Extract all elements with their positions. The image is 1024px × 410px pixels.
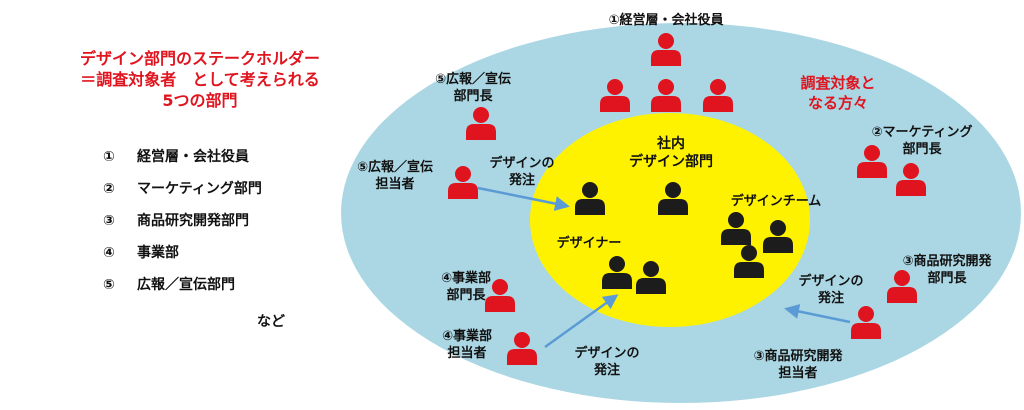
stakeholder-title: デザイン部門のステークホルダー ＝調査対象者 として考えられる 5つの部門 [30,48,370,111]
person-icon-marketing-head [857,145,887,178]
person-icon-executive [600,79,630,112]
person-icon-design-team [721,212,751,245]
designer-label: デザイナー [556,236,622,251]
person-icon-executive [651,33,681,66]
title-line-2: ＝調査対象者 として考えられる [80,70,320,89]
person-icon-designer [636,261,666,294]
person-icon-marketing-head [896,163,926,196]
person-icon-design-member [575,182,605,215]
in-house-design-dept-label: 社内 デザイン部門 [629,136,713,170]
person-icon-rnd-head [887,270,917,303]
order-label-rnd: デザインの 発注 [798,274,864,306]
person-icon-business-head [485,279,515,312]
business-head-label: ④事業部 部門長 [440,271,492,303]
title-line-3: 5つの部門 [162,91,238,110]
person-icon-pr-staff [448,166,478,199]
business-staff-label: ④事業部 担当者 [441,329,493,361]
etc-label: など [257,314,285,330]
person-icon-executive [651,79,681,112]
person-icon-executive [703,79,733,112]
order-arrow-pr [477,186,570,211]
pr-staff-label: ⑤広報／宣伝 担当者 [356,160,434,192]
design-team-label: デザインチーム [730,194,822,209]
order-label-business: デザインの 発注 [574,346,640,378]
title-line-1: デザイン部門のステークホルダー [79,49,320,68]
rnd-head-label: ③商品研究開発 部門長 [902,254,992,286]
person-icon-design-member [658,182,688,215]
order-arrow-rnd [784,304,851,324]
marketing-head-label: ②マーケティング 部門長 [871,125,973,157]
target-people-label: 調査対象と なる方々 [800,74,876,112]
person-icon-design-team [734,245,764,278]
person-icon-rnd-staff [851,306,881,339]
person-icon-design-team [763,220,793,253]
executives-label: ①経営層・会社役員 [608,13,724,28]
person-icon-pr-head [466,107,496,140]
order-label-pr: デザインの 発注 [489,156,555,188]
person-icon-business-staff [507,332,537,365]
order-arrow-business [544,294,619,349]
person-icon-designer [602,256,632,289]
pr-head-label: ⑤広報／宣伝 部門長 [434,72,512,104]
rnd-staff-label: ③商品研究開発 担当者 [753,349,843,381]
